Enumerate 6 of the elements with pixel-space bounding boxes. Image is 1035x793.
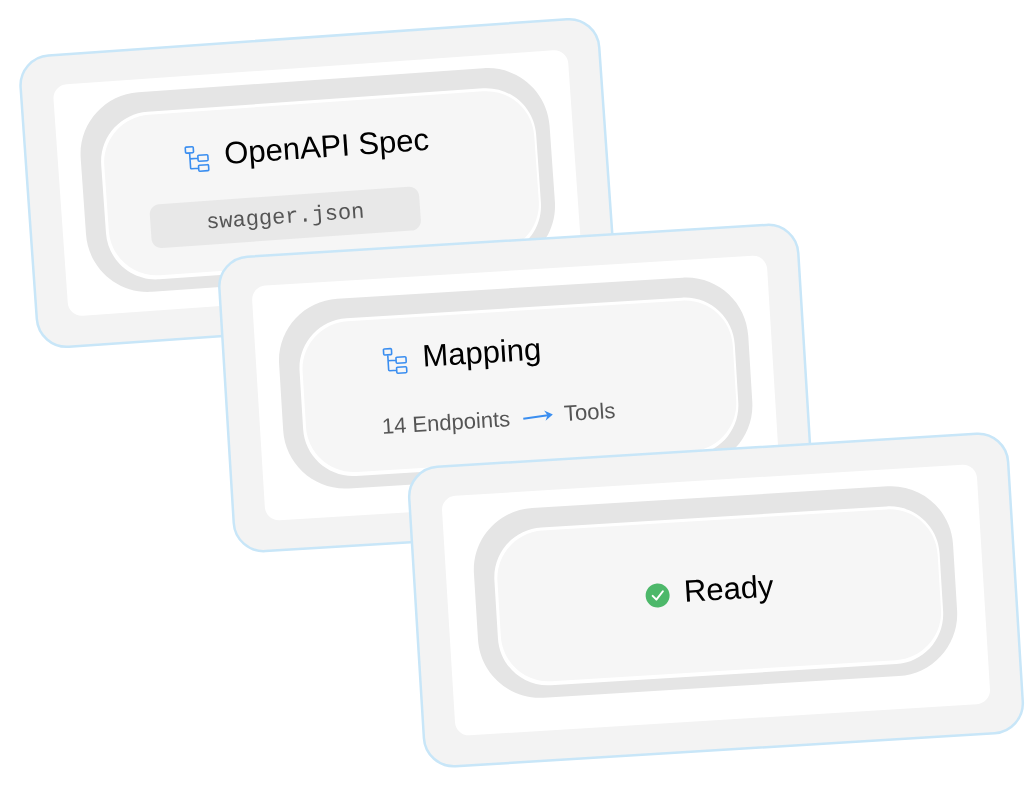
title: OpenAPI Spec: [225, 132, 429, 169]
title: Mapping: [424, 339, 540, 371]
label: Tools: [564, 402, 615, 421]
label: 14 Endpoints: [383, 412, 510, 435]
title: Ready: [685, 575, 773, 604]
code-chip: swagger.json: [149, 186, 421, 249]
